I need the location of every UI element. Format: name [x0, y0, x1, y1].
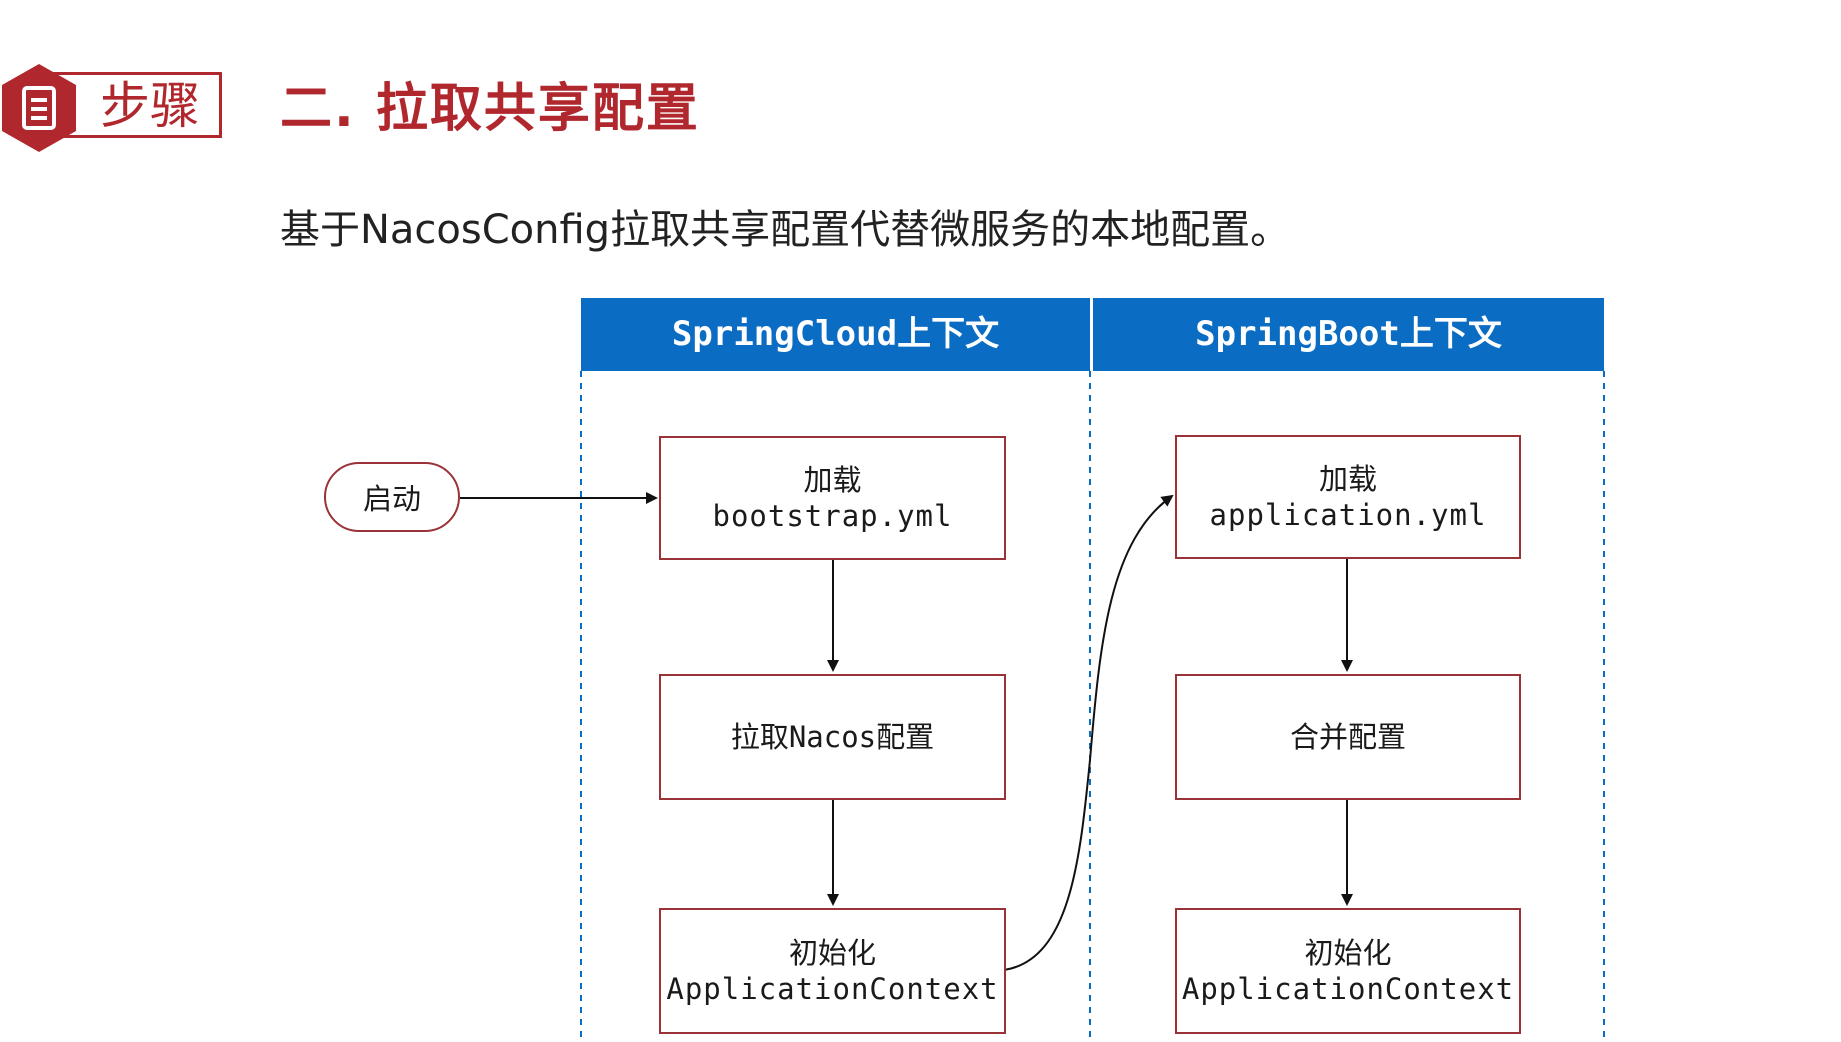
step-badge: 步骤: [0, 64, 226, 152]
box-pull-nacos-line1: 拉取Nacos配置: [730, 720, 935, 754]
box-load-application: 加载 application.yml: [1175, 435, 1521, 559]
section-title: 二. 拉取共享配置: [280, 79, 700, 139]
box-cloud-init-context: 初始化 ApplicationContext: [659, 908, 1006, 1034]
box-load-application-line2: application.yml: [1209, 498, 1487, 532]
box-pull-nacos: 拉取Nacos配置: [659, 674, 1006, 800]
box-load-bootstrap-line1: 加载: [803, 463, 862, 497]
lane-header-springcloud: SpringCloud上下文: [581, 298, 1090, 371]
subtitle: 基于NacosConfig拉取共享配置代替微服务的本地配置。: [280, 207, 1291, 253]
box-boot-init-line1: 初始化: [1304, 936, 1392, 970]
box-cloud-init-line1: 初始化: [788, 936, 876, 970]
box-boot-init-line2: ApplicationContext: [1181, 972, 1515, 1006]
box-cloud-init-line2: ApplicationContext: [666, 972, 999, 1006]
box-load-bootstrap: 加载 bootstrap.yml: [659, 436, 1006, 560]
badge-label: 步骤: [100, 77, 200, 135]
box-merge-config: 合并配置: [1175, 674, 1521, 800]
lane-header-springboot: SpringBoot上下文: [1091, 298, 1604, 371]
document-icon: [2, 64, 76, 152]
box-boot-init-context: 初始化 ApplicationContext: [1175, 908, 1521, 1034]
box-merge-config-line1: 合并配置: [1289, 720, 1406, 754]
start-node: 启动: [324, 462, 460, 532]
arrow-cloud-init-to-application: [1003, 494, 1174, 971]
box-load-bootstrap-line2: bootstrap.yml: [712, 499, 953, 533]
box-load-application-line1: 加载: [1318, 462, 1377, 496]
